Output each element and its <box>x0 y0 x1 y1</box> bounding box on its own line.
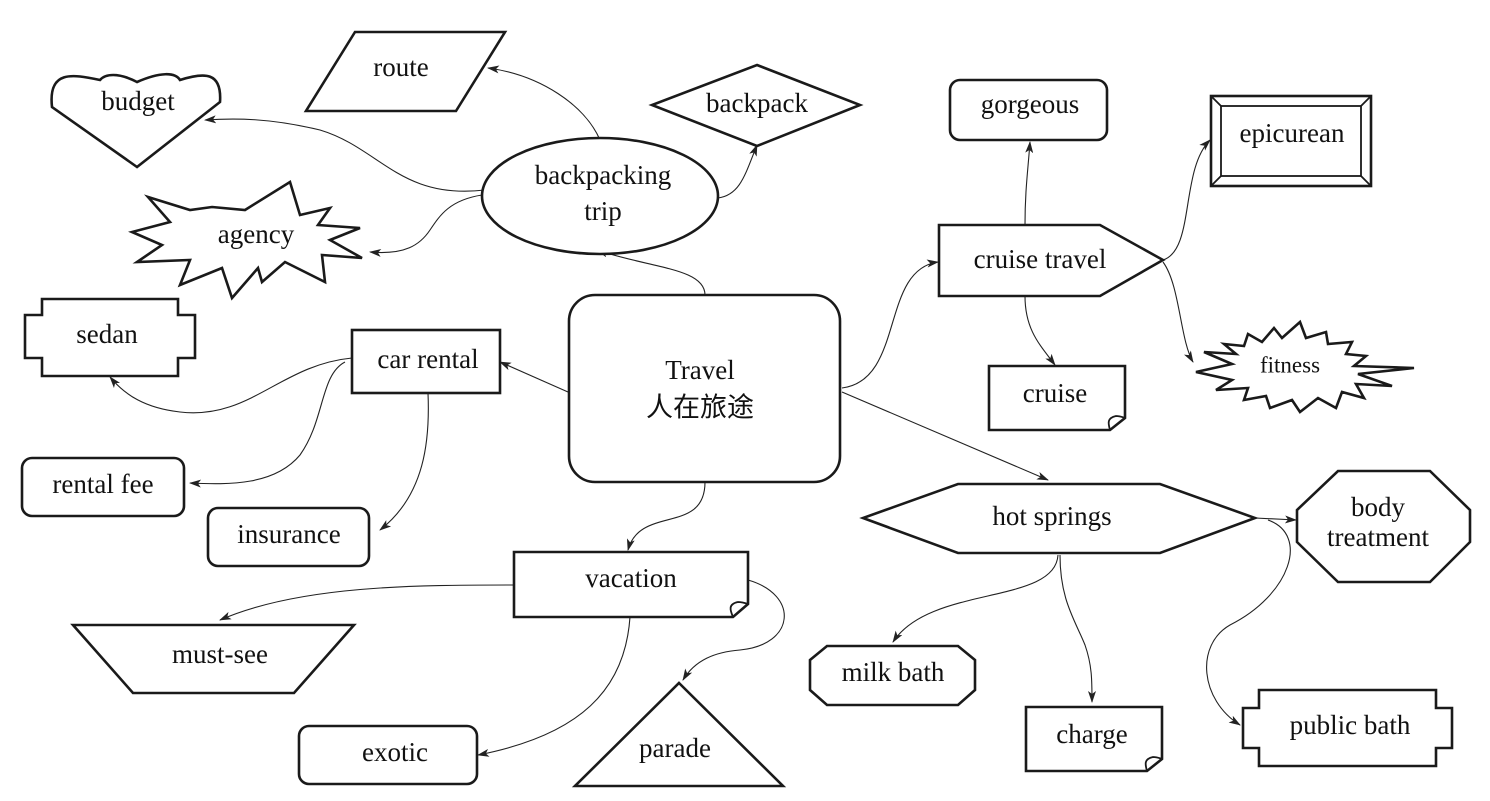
edge-vacation-parade <box>682 579 785 681</box>
node-milk-bath[interactable]: milk bath <box>808 644 977 707</box>
edge-hotsprings-milkbath <box>892 554 1059 643</box>
node-agency-label: agency <box>218 219 295 249</box>
edge-cruisetravel-cruise <box>1024 295 1056 366</box>
node-exotic[interactable]: exotic <box>297 724 479 786</box>
node-route-label: route <box>373 52 428 82</box>
node-sedan[interactable]: sedan <box>23 297 197 378</box>
node-rental-fee-label: rental fee <box>52 469 153 499</box>
node-sedan-label: sedan <box>76 319 138 349</box>
node-exotic-label: exotic <box>362 737 428 767</box>
node-gorgeous[interactable]: gorgeous <box>948 78 1109 142</box>
edge-hotsprings-charge <box>1059 554 1096 703</box>
node-charge[interactable]: charge <box>1024 705 1164 773</box>
node-fitness[interactable]: fitness <box>1195 319 1415 414</box>
node-route[interactable]: route <box>303 30 508 113</box>
edge-backpacking-agency <box>369 194 483 257</box>
node-must-see-label: must-see <box>172 639 268 669</box>
node-budget-label: budget <box>101 86 175 116</box>
edge-travel-carrental <box>499 361 569 393</box>
edge-cruisetravel-gorgeous <box>1024 141 1034 226</box>
node-vacation[interactable]: vacation <box>512 550 750 619</box>
node-parade-label: parade <box>639 733 711 763</box>
node-epicurean[interactable]: epicurean <box>1209 94 1373 188</box>
edge-hotsprings-publicbath <box>1206 519 1291 726</box>
node-body-treatment-label-1: body <box>1351 492 1406 522</box>
edge-cruisetravel-epicurean <box>1162 139 1211 261</box>
node-fitness-label: fitness <box>1260 352 1320 377</box>
edge-travel-hotsprings <box>841 391 1049 481</box>
edge-carrental-insurance <box>379 392 429 531</box>
node-insurance[interactable]: insurance <box>206 506 371 568</box>
node-travel-label-en: Travel <box>665 355 735 385</box>
edge-travel-cruisetravel <box>841 259 939 389</box>
node-backpacking-trip-label-2: trip <box>584 196 622 226</box>
node-body-treatment-label-2: treatment <box>1327 522 1429 552</box>
node-budget[interactable]: budget <box>50 72 222 169</box>
edge-carrental-sedan <box>109 357 353 414</box>
edge-hotsprings-bodytreatment <box>1254 515 1297 524</box>
node-rental-fee[interactable]: rental fee <box>20 456 186 518</box>
node-hot-springs[interactable]: hot springs <box>859 482 1259 555</box>
node-cruise[interactable]: cruise <box>987 364 1127 432</box>
node-car-rental[interactable]: car rental <box>350 328 502 395</box>
node-insurance-label: insurance <box>237 519 340 549</box>
edge-cruisetravel-fitness <box>1162 261 1194 363</box>
node-cruise-travel-label: cruise travel <box>974 244 1107 274</box>
node-travel-label-cn: 人在旅途 <box>646 393 754 424</box>
edge-backpacking-backpack <box>717 144 758 199</box>
edge-vacation-exotic <box>477 616 631 757</box>
node-travel[interactable]: Travel 人在旅途 <box>567 293 842 484</box>
node-cruise-label: cruise <box>1023 378 1087 408</box>
node-must-see[interactable]: must-see <box>70 623 357 695</box>
node-vacation-label: vacation <box>585 563 677 593</box>
edges <box>109 65 1297 757</box>
node-cruise-travel[interactable]: cruise travel <box>937 223 1166 298</box>
node-public-bath-label: public bath <box>1290 710 1411 740</box>
edge-travel-backpacking <box>596 249 706 296</box>
node-charge-label: charge <box>1056 719 1127 749</box>
node-public-bath[interactable]: public bath <box>1241 688 1454 768</box>
node-backpacking-trip[interactable]: backpacking trip <box>480 136 720 256</box>
node-hot-springs-label: hot springs <box>992 501 1111 531</box>
node-milk-bath-label: milk bath <box>842 657 945 687</box>
node-car-rental-label: car rental <box>377 344 478 374</box>
edge-backpacking-route <box>487 65 601 141</box>
node-backpack[interactable]: backpack <box>648 63 864 148</box>
node-parade[interactable]: parade <box>571 681 787 788</box>
edge-backpacking-budget <box>204 115 486 192</box>
node-backpacking-trip-label-1: backpacking <box>535 160 671 190</box>
node-body-treatment[interactable]: body treatment <box>1295 469 1472 584</box>
edge-vacation-mustsee <box>219 584 514 621</box>
edge-carrental-rentalfee <box>189 361 346 488</box>
node-agency[interactable]: agency <box>128 180 363 301</box>
node-epicurean-label: epicurean <box>1240 118 1345 148</box>
edge-travel-vacation <box>626 481 706 551</box>
node-gorgeous-label: gorgeous <box>981 89 1080 119</box>
node-backpack-label: backpack <box>706 88 808 118</box>
